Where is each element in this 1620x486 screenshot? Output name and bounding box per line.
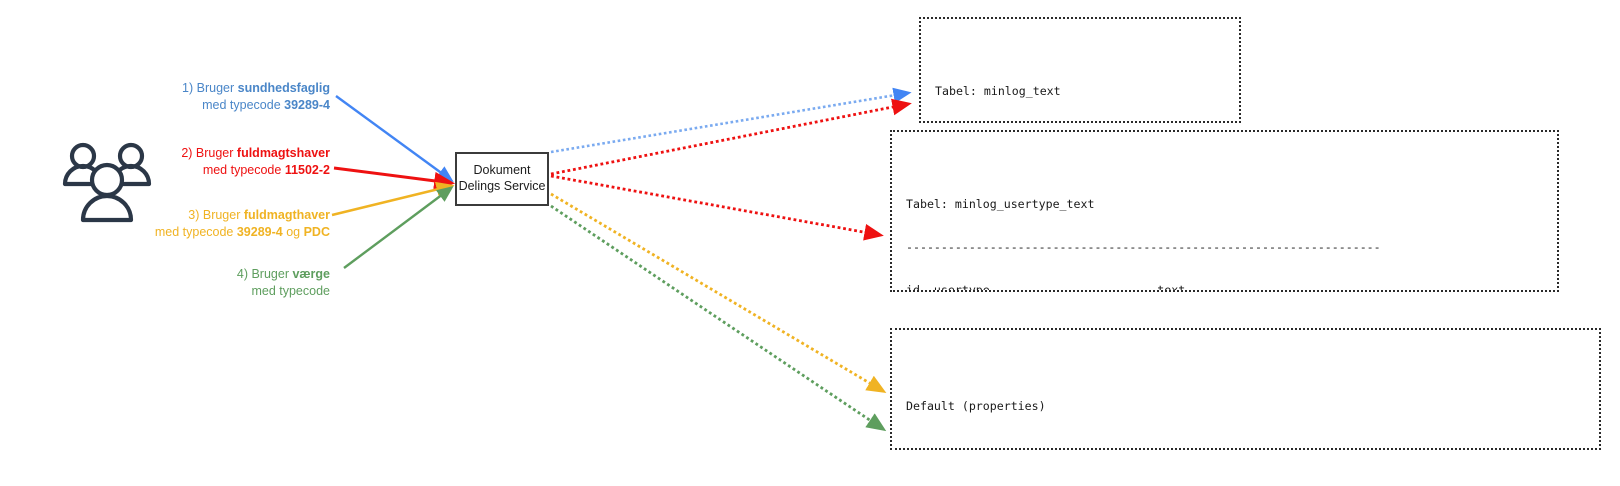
panel-minlog-text-title: Tabel: minlog_text	[935, 84, 1061, 99]
arrow-service-to-minlog-text-blue	[550, 87, 912, 154]
panel-minlog-usertype-text: Tabel: minlog_usertype_text ------------…	[890, 130, 1559, 292]
flow-3-extra: PDC	[303, 224, 330, 239]
panel-minlog-text: Tabel: minlog_text ---------------------…	[919, 17, 1241, 123]
flow-caption-1: 1) Bruger sundhedsfaglig med typecode 39…	[30, 80, 330, 114]
group-of-people-icon	[62, 142, 152, 223]
flow-2-detail-prefix: med typecode	[202, 162, 285, 177]
flow-caption-2: 2) Bruger fuldmagtshaver med typecode 11…	[30, 145, 330, 179]
panel-default-properties: Default (properties) -------------------…	[890, 328, 1601, 450]
flow-1-prefix: 1) Bruger	[182, 81, 238, 95]
flow-3-typecode: 39289-4	[236, 224, 283, 239]
panel-usertype-header: id usertype text	[906, 282, 1186, 292]
panel-usertype-title: Tabel: minlog_usertype_text	[906, 197, 1095, 212]
panel-default-title: Default (properties)	[906, 399, 1046, 414]
flow-caption-2-line2: med typecode 11502-2	[30, 162, 330, 179]
flow-caption-2-line1: 2) Bruger fuldmagtshaver	[30, 145, 330, 162]
flow-caption-3-line2: med typecode 39289-4 og PDC	[20, 224, 330, 241]
service-box[interactable]: Dokument Delings Service	[455, 152, 549, 206]
service-box-line1: Dokument	[473, 163, 531, 178]
flow-caption-4-line2: med typecode	[40, 283, 330, 300]
flow-2-prefix: 2) Bruger	[181, 146, 237, 160]
arrow-service-to-default-props-green	[550, 204, 887, 432]
arrow-user-to-service-4	[343, 185, 454, 269]
flow-caption-3-line1: 3) Bruger fuldmagthaver	[20, 207, 330, 224]
arrow-service-to-default-props-yellow	[550, 192, 887, 394]
arrow-user-to-service-2	[333, 166, 456, 190]
flow-caption-4: 4) Bruger værge med typecode	[40, 266, 330, 300]
flow-3-detail-prefix: med typecode	[154, 224, 237, 239]
flow-4-role: værge	[292, 267, 330, 281]
flow-2-typecode: 11502-2	[284, 162, 330, 177]
panel-default-rule: ----------------------------------------…	[906, 442, 1402, 450]
flow-caption-4-line1: 4) Bruger værge	[40, 266, 330, 283]
flow-1-typecode: 39289-4	[284, 97, 330, 112]
flow-caption-1-line2: med typecode 39289-4	[30, 97, 330, 114]
flow-3-detail-suffix: og	[282, 224, 304, 239]
flow-1-detail-prefix: med typecode	[202, 97, 285, 112]
flow-3-role: fuldmagthaver	[243, 208, 330, 222]
flow-2-role: fuldmagtshaver	[236, 146, 330, 160]
arrow-service-to-minlog-text-red	[550, 98, 912, 176]
flow-caption-3: 3) Bruger fuldmagthaver med typecode 392…	[20, 207, 330, 241]
flow-4-prefix: 4) Bruger	[236, 267, 293, 281]
panel-usertype-rule-top: ----------------------------------------…	[906, 240, 1381, 255]
arrow-service-to-usertype-text-red	[550, 174, 884, 241]
flow-1-role: sundhedsfaglig	[237, 81, 330, 95]
arrow-user-to-service-3	[331, 181, 455, 217]
flow-3-prefix: 3) Bruger	[188, 208, 244, 222]
flow-caption-1-line1: 1) Bruger sundhedsfaglig	[30, 80, 330, 97]
flow-4-detail-prefix: med typecode	[251, 283, 330, 298]
service-box-line2: Delings Service	[458, 179, 546, 193]
arrow-user-to-service-1	[335, 95, 454, 182]
